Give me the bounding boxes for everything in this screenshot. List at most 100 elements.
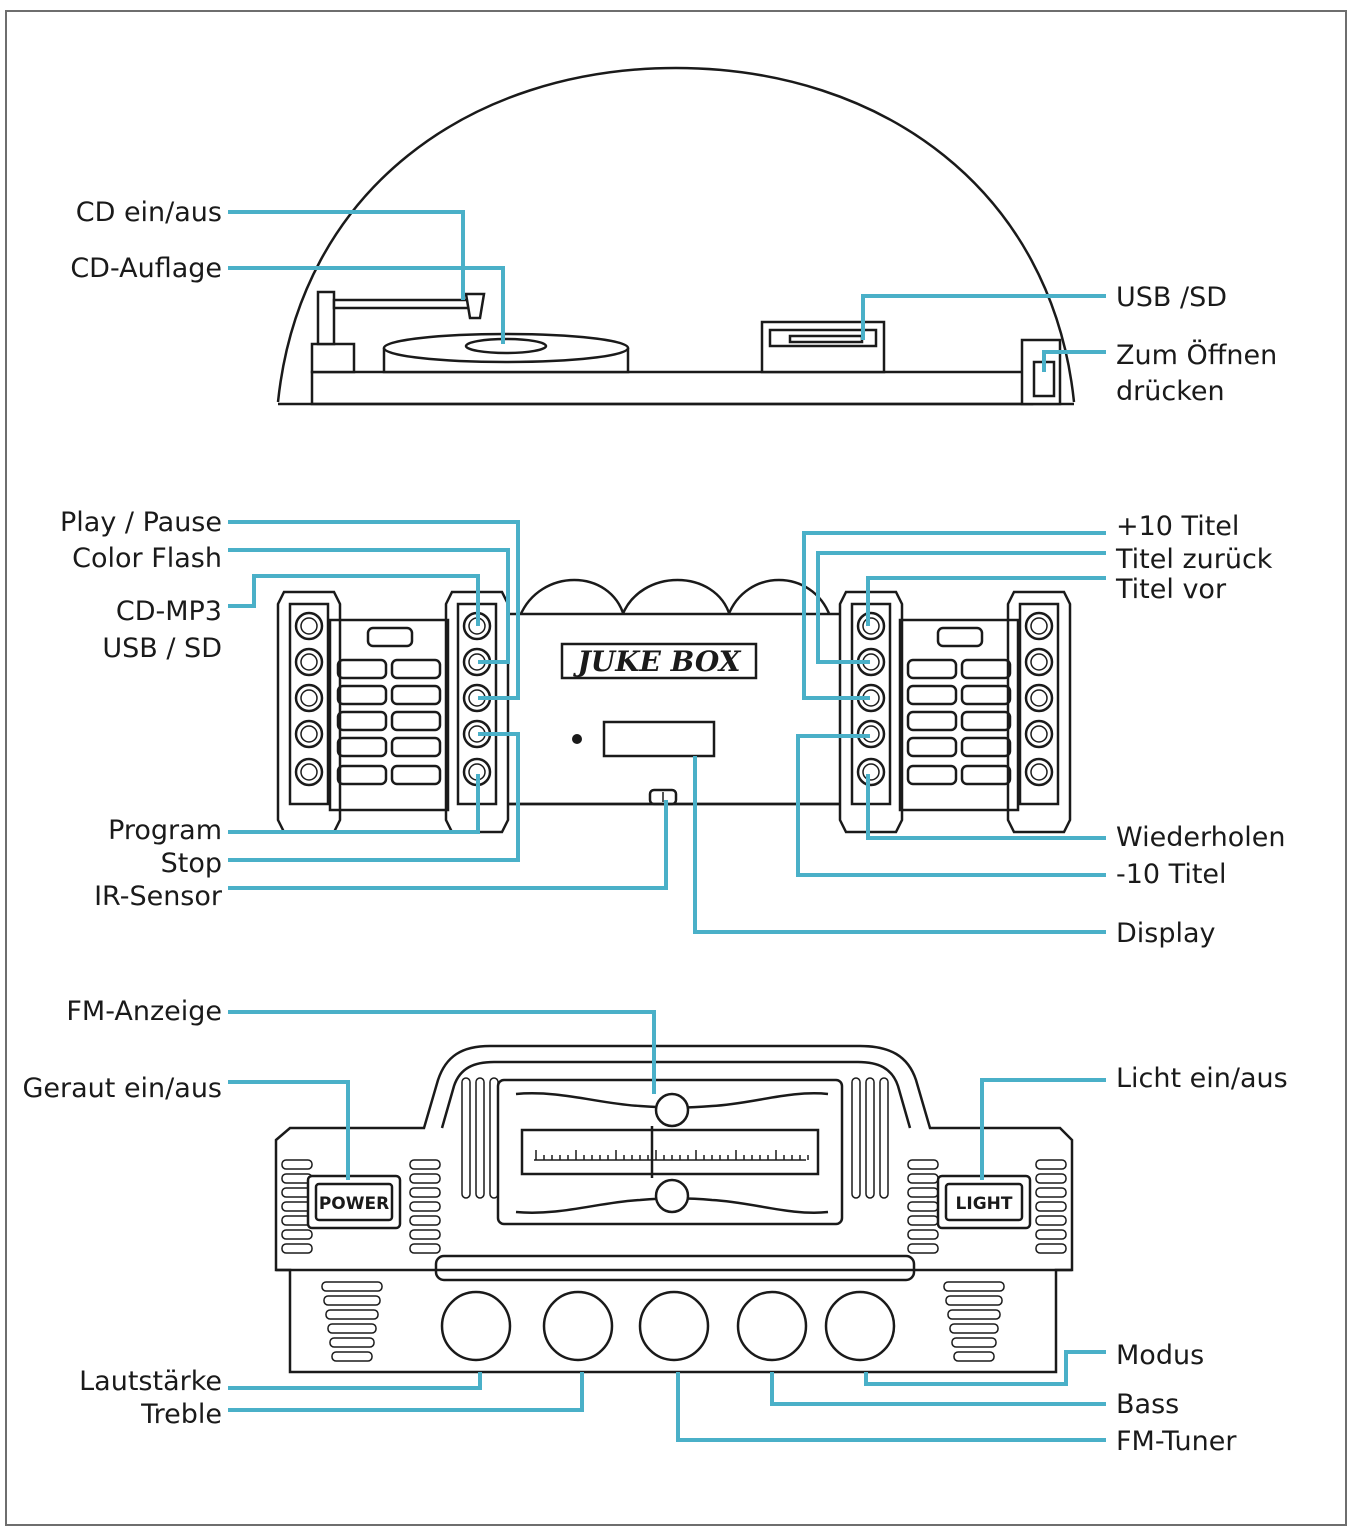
left-outer-button-column — [276, 590, 342, 834]
grille-bar — [321, 1281, 383, 1292]
left-slat-panel — [328, 618, 450, 812]
grille-bar — [949, 1323, 999, 1334]
slat — [960, 710, 1012, 732]
slat — [390, 736, 442, 758]
grille-bar — [329, 1337, 375, 1348]
left-outer-button — [294, 683, 324, 713]
label-bass: Bass — [1116, 1389, 1179, 1420]
louvre — [1035, 1187, 1067, 1198]
right-outer-button — [1024, 611, 1054, 641]
leader-bass — [770, 1372, 1106, 1406]
power-button-label: POWER — [319, 1194, 389, 1214]
leader-cd-power — [228, 210, 465, 300]
left-louvres — [281, 1159, 441, 1254]
dome-unit — [276, 66, 1076, 406]
louvre — [1035, 1229, 1067, 1240]
slat — [906, 684, 958, 706]
diagram-frame — [5, 10, 1347, 1526]
leader-repeat — [866, 774, 1106, 840]
slat — [906, 764, 958, 786]
slat — [960, 736, 1012, 758]
label-program: Program — [108, 815, 222, 846]
power-button[interactable]: POWER — [306, 1174, 402, 1230]
leader-lid-release — [1042, 350, 1106, 372]
right-inner-button — [856, 611, 886, 641]
jukebox-logo: JUKE BOX — [573, 645, 742, 678]
grille-bar — [323, 1295, 381, 1306]
right-slat-panel — [898, 618, 1020, 812]
slat — [336, 684, 388, 706]
left-outer-button — [294, 611, 324, 641]
right-inner-button — [856, 757, 886, 787]
right-outer-button — [1024, 647, 1054, 677]
label-color-flash: Color Flash — [72, 543, 222, 574]
right-louvres — [907, 1159, 1067, 1254]
label-prev-track: Titel zurück — [1115, 544, 1273, 575]
leader-volume — [228, 1372, 482, 1390]
groove — [879, 1077, 889, 1199]
label-usb-sd-slot: USB /SD — [1116, 282, 1227, 313]
label-treble: Treble — [140, 1399, 222, 1430]
knob — [736, 1290, 808, 1362]
left-outer-button — [294, 719, 324, 749]
leader-usb-sd-slot — [861, 294, 1106, 340]
jukebox-panel: JUKE BOX — [276, 578, 1072, 834]
leader-next-track — [866, 576, 1106, 626]
radio-unit: POWER LIGHT — [274, 1044, 1074, 1374]
louvre — [907, 1159, 939, 1170]
right-outer-button — [1024, 757, 1054, 787]
left-outer-button — [294, 647, 324, 677]
lid-latch — [1020, 338, 1062, 406]
grille-bar — [951, 1337, 997, 1348]
usb-sd-slot — [760, 320, 886, 374]
slat — [960, 684, 1012, 706]
leader-fm-tuner — [676, 1372, 1106, 1442]
grille-bar — [943, 1281, 1005, 1292]
right-outer-button — [1024, 683, 1054, 713]
display-window — [602, 720, 716, 758]
indicator-led — [572, 734, 582, 744]
label-ir-sensor: IR-Sensor — [94, 881, 223, 912]
louvre — [409, 1201, 441, 1212]
slat — [336, 710, 388, 732]
tuning-scale — [520, 1126, 820, 1178]
grille-bar — [947, 1309, 1001, 1320]
louvre — [907, 1187, 939, 1198]
leader-stop — [228, 732, 520, 862]
louvre — [907, 1201, 939, 1212]
leader-prev-track — [816, 551, 1106, 664]
slat — [390, 710, 442, 732]
leader-cd-tray — [228, 266, 505, 344]
label-cd-power: CD ein/aus — [76, 197, 222, 228]
light-button-label: LIGHT — [956, 1194, 1013, 1214]
louvre — [907, 1229, 939, 1240]
groove — [865, 1077, 875, 1199]
turntable-platter — [382, 332, 630, 374]
label-mode: Modus — [1116, 1340, 1204, 1371]
label-lid-release-line1: Zum Öffnen — [1116, 339, 1277, 371]
control-knobs — [440, 1290, 896, 1362]
louvre — [409, 1215, 441, 1226]
leader-display — [693, 756, 1106, 934]
louvre — [1035, 1201, 1067, 1212]
leader-program — [228, 774, 480, 834]
slat — [906, 736, 958, 758]
leader-fm-indicator — [228, 1010, 656, 1094]
slat — [390, 684, 442, 706]
labels-right: USB /SD Zum Öffnen drücken +10 Titel Tit… — [1115, 282, 1288, 1457]
louvre — [409, 1173, 441, 1184]
louvre — [1035, 1215, 1067, 1226]
label-volume: Lautstärke — [79, 1366, 222, 1397]
label-usb-sd: USB / SD — [102, 633, 222, 664]
fm-indicator-lamp — [654, 1092, 690, 1128]
leader-play-pause — [228, 520, 520, 700]
louvre — [1035, 1159, 1067, 1170]
light-button[interactable]: LIGHT — [936, 1174, 1032, 1230]
left-outer-button — [294, 757, 324, 787]
louvre — [281, 1229, 313, 1240]
leader-lines — [228, 210, 1106, 1442]
louvre — [281, 1243, 313, 1254]
grille-bar — [327, 1323, 377, 1334]
